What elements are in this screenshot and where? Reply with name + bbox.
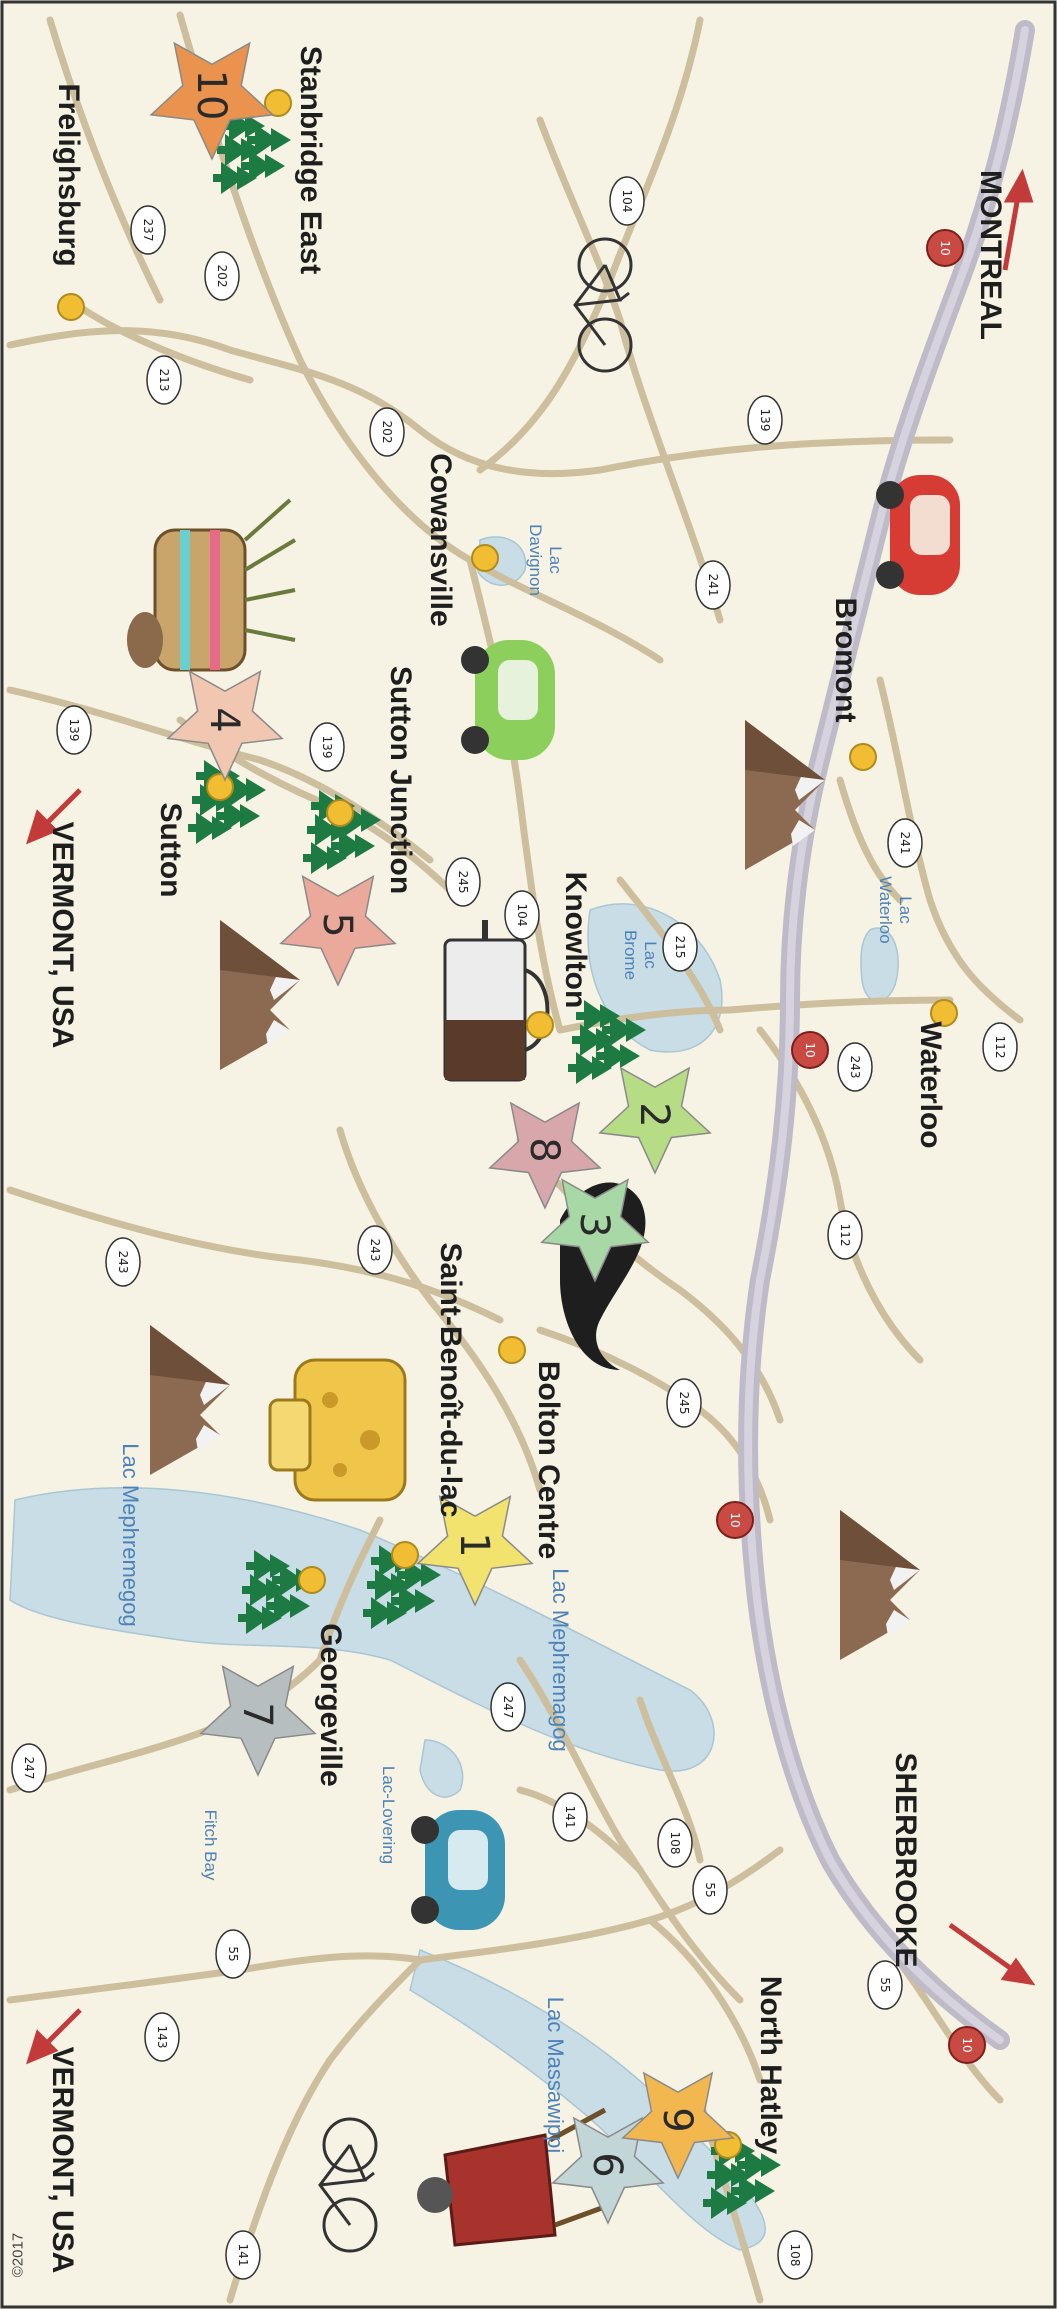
star-number: 2 [631, 1102, 677, 1127]
lake-label-massawippi: Lac Massawippi [543, 1996, 568, 2154]
town-dots [57, 89, 958, 2159]
star-number: 6 [584, 2152, 630, 2177]
route-shield: 243 [116, 1251, 130, 1274]
star-marker-4: 4 [166, 670, 284, 782]
coffee-press-icon [443, 920, 550, 1082]
town-label-sutton: Sutton [154, 802, 187, 898]
route-shield: 104 [515, 904, 529, 927]
route-shield: 104 [620, 190, 634, 213]
star-number: 4 [201, 707, 247, 732]
lac-memphremagog [9, 1487, 715, 1772]
route-shield: 237 [141, 219, 155, 242]
star-marker-2: 2 [598, 1066, 712, 1175]
route-shield: 139 [758, 409, 772, 432]
star-marker-10: 10 [149, 41, 275, 161]
copyright-text: ©2017 [9, 2232, 27, 2278]
highway-shield: 10 [803, 1042, 817, 1057]
star-number: 9 [654, 2107, 700, 2132]
town-label-sutton-junction: Sutton Junction [384, 665, 417, 895]
town-label-stanbridge-east: Stanbridge East [294, 45, 327, 275]
city-label-sherbrooke: SHERBROOKE [889, 1752, 922, 1968]
cheese-icon [268, 1358, 407, 1502]
route-shield: 215 [673, 936, 687, 959]
town-label-waterloo: Waterloo [914, 1021, 947, 1149]
star-number: 1 [451, 1532, 497, 1557]
route-shield: 141 [563, 1806, 577, 1829]
route-shield: 55 [703, 1882, 717, 1897]
lake-label-fitch-bay: Fitch Bay [201, 1809, 220, 1881]
route-shield: 139 [320, 736, 334, 759]
route-shield: 112 [993, 1036, 1007, 1059]
town-label-frelighsburg: Frelighsburg [52, 83, 85, 267]
city-label-vermont-lower: VERMONT, USA [46, 2046, 79, 2274]
lac-lovering [419, 1739, 464, 1798]
route-shield: 55 [226, 1946, 240, 1961]
route-shield: 141 [236, 2244, 250, 2267]
route-shield: 241 [706, 574, 720, 597]
route-shield: 213 [157, 369, 171, 392]
star-number: 8 [521, 1137, 567, 1162]
green-car-icon [461, 640, 555, 760]
route-shield: 112 [838, 1224, 852, 1247]
direction-arrow-icon [26, 168, 1036, 2065]
route-shield: 139 [67, 719, 81, 742]
star-marker-8: 8 [488, 1101, 602, 1210]
star-marker-9: 9 [621, 2071, 735, 2180]
route-shield: 55 [878, 1977, 892, 1992]
lake-label-memphremagog-east: Lac Mephremagog [548, 1568, 573, 1752]
highway-shield: 10 [938, 240, 952, 255]
star-marker-7: 7 [199, 1665, 317, 1777]
bicycle-icon [318, 237, 633, 2253]
town-label-cowansville: Cowansville [424, 453, 457, 627]
town-label-knowlton: Knowlton [559, 871, 592, 1009]
city-label-montreal: MONTREAL [974, 170, 1007, 340]
star-marker-5: 5 [279, 875, 397, 987]
city-label-vermont-upper: VERMONT, USA [46, 821, 79, 1049]
route-shield: 202 [380, 421, 394, 444]
lake-label-memphremagog-west: Lac Mephremegog [118, 1443, 143, 1627]
town-label-bolton-centre: Bolton Centre [532, 1360, 565, 1560]
star-marker-6: 6 [551, 2116, 665, 2225]
route-shield: 243 [848, 1056, 862, 1079]
highway-shield: 10 [728, 1512, 742, 1527]
town-label-georgeville: Georgeville [314, 1623, 347, 1787]
route-shields: 237 202 213 104 139 202 241 139 139 241 … [11, 176, 1018, 2280]
red-car-icon [876, 475, 960, 595]
route-shield: 108 [668, 1832, 682, 1855]
route-shield: 143 [155, 2026, 169, 2049]
highway-shields: 10 10 10 10 [716, 229, 986, 2064]
town-label-north-hatley: North Hatley [754, 1975, 787, 2155]
route-shield: 241 [898, 832, 912, 855]
route-shield: 108 [788, 2244, 802, 2267]
blue-car-icon [411, 1810, 505, 1930]
route-shield: 245 [677, 1392, 691, 1415]
route-shield: 245 [456, 871, 470, 894]
harvest-basket-icon [127, 498, 297, 672]
town-label-saint-benoit: Saint-Benoît-du-lac [434, 1242, 467, 1518]
lake-label-lovering: Lac-Lovering [379, 1765, 398, 1865]
highway-shield: 10 [960, 2037, 974, 2052]
star-number: 7 [234, 1702, 280, 1727]
star-number: 5 [314, 912, 360, 937]
numbered-stars: 1 2 3 4 5 6 7 8 9 10 [149, 41, 735, 2225]
star-marker-3: 3 [539, 1178, 651, 1283]
star-number: 3 [571, 1212, 617, 1237]
route-shield: 247 [501, 1696, 515, 1719]
route-shield: 247 [22, 1757, 36, 1780]
star-marker-1: 1 [416, 1495, 534, 1607]
route-shield: 243 [368, 1239, 382, 1262]
star-number: 10 [188, 70, 234, 121]
town-label-bromont: Bromont [829, 597, 862, 723]
route-shield: 202 [215, 265, 229, 288]
